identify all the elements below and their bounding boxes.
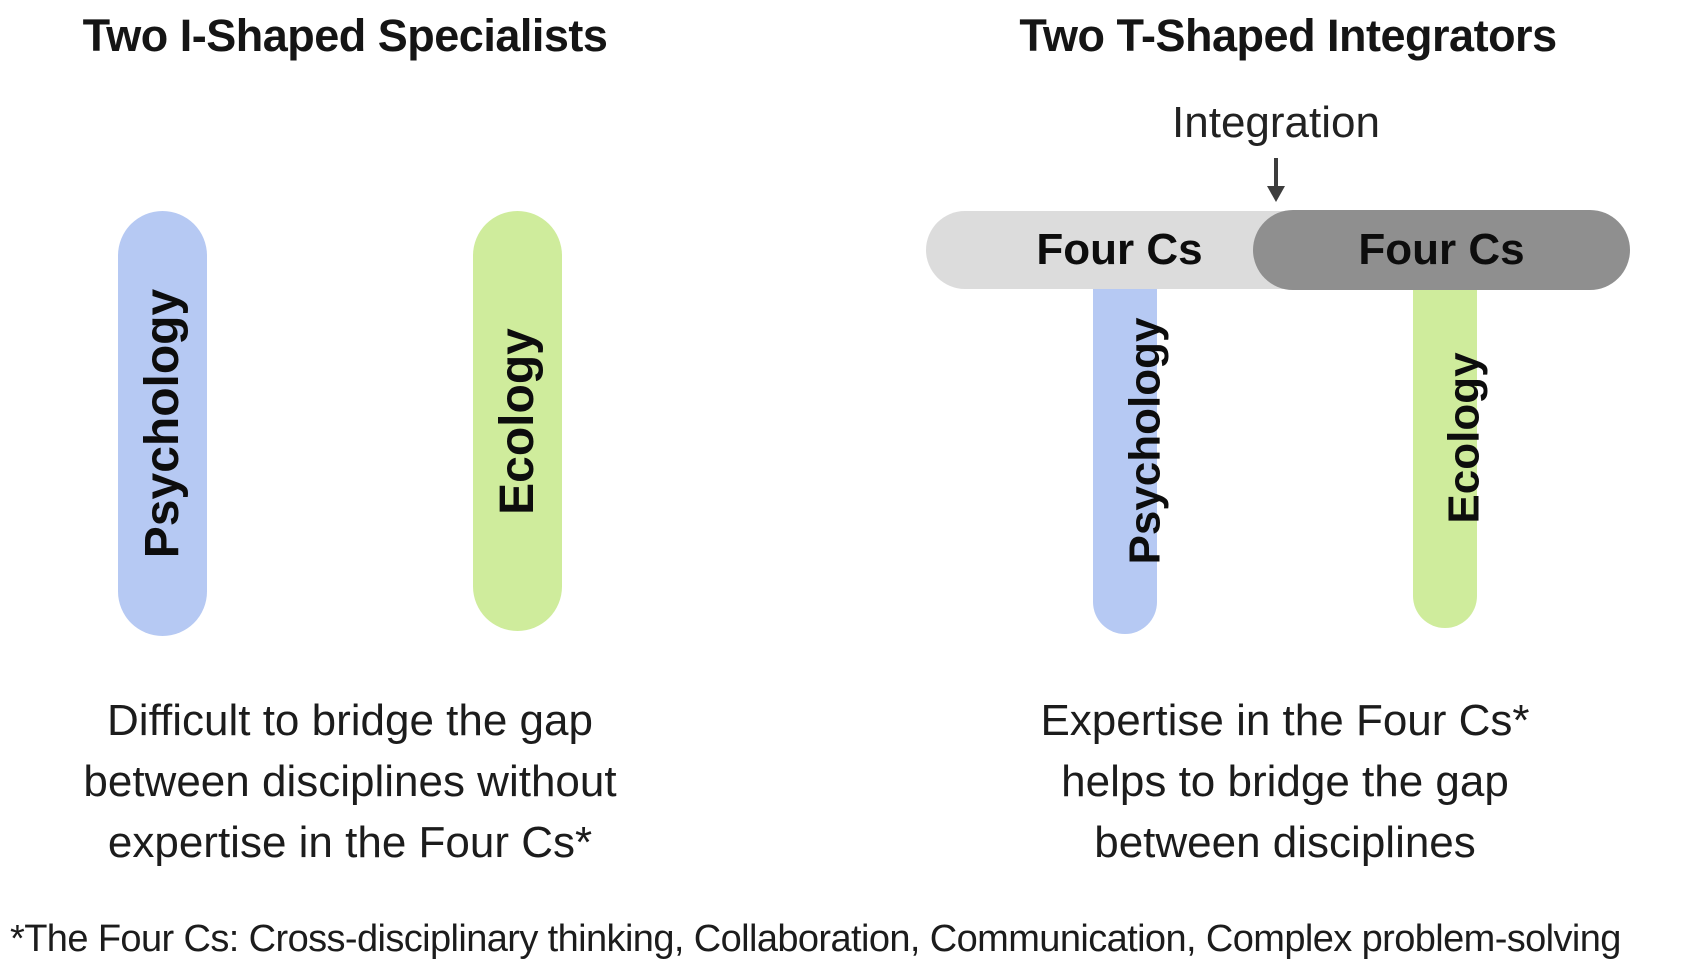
left-caption-line-3: expertise in the Four Cs*	[107, 818, 593, 867]
footnote: *The Four Cs: Cross-disciplinary thinkin…	[10, 918, 1621, 960]
right-caption-line-2: helps to bridge the gap	[1061, 757, 1509, 806]
right-caption-line-1: Expertise in the Four Cs*	[1040, 696, 1530, 745]
four-cs-label-dark: Four Cs	[1358, 225, 1525, 274]
right-psychology-label: Psychology	[1120, 317, 1169, 565]
left-psychology-bar: Psychology	[118, 211, 207, 636]
left-psychology-label: Psychology	[136, 288, 190, 559]
right-caption-line-3: between disciplines	[1094, 818, 1476, 867]
right-ecology-bar: Ecology	[1413, 248, 1489, 628]
left-ecology-bar: Ecology	[473, 211, 562, 631]
left-caption-line-1: Difficult to bridge the gap	[107, 696, 593, 745]
four-cs-label-light: Four Cs	[1036, 225, 1203, 274]
integration-label: Integration	[1172, 98, 1380, 147]
right-panel-title: Two T-Shaped Integrators	[1019, 10, 1557, 61]
left-ecology-label: Ecology	[491, 327, 545, 515]
right-psychology-bar: Psychology	[1093, 248, 1169, 634]
left-panel-title: Two I-Shaped Specialists	[82, 10, 608, 61]
down-arrow-icon	[1267, 158, 1285, 202]
right-caption: Expertise in the Four Cs* helps to bridg…	[963, 690, 1607, 873]
left-caption-line-2: between disciplines without	[83, 757, 617, 806]
left-caption: Difficult to bridge the gap between disc…	[28, 690, 672, 873]
four-cs-pill-dark: Four Cs	[1253, 210, 1630, 290]
right-ecology-label: Ecology	[1440, 352, 1489, 524]
